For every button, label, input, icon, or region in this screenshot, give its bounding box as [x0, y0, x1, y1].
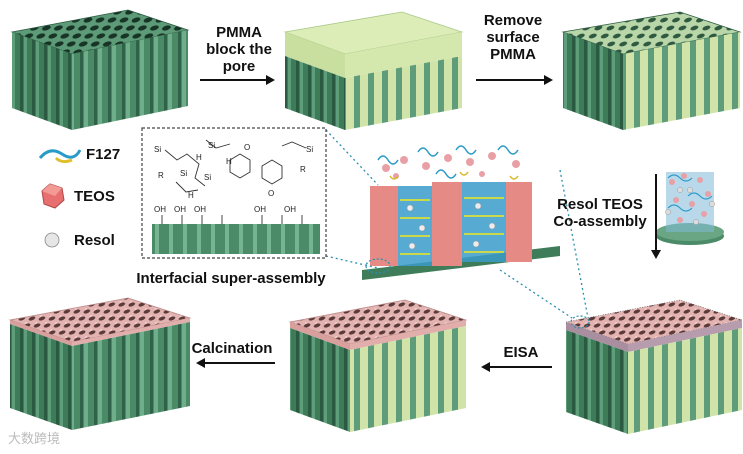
- arrow-step4-head: [481, 362, 490, 372]
- inset-chem-label: R: [158, 171, 164, 180]
- inset-caption: Interfacial super-assembly: [136, 270, 326, 287]
- resol-icon: [44, 232, 60, 248]
- inset-box: [141, 127, 327, 259]
- arrow-step1-head: [266, 75, 275, 85]
- inset-chem-label: Si: [208, 141, 215, 150]
- arrow-step3-head: [651, 250, 661, 259]
- inset-chem-label: H: [188, 191, 194, 200]
- inset-chem-label: OH: [174, 205, 186, 214]
- membrane-block-coassembled: [564, 299, 743, 434]
- inset-chem-label: OH: [284, 205, 296, 214]
- inset-chem-label: OH: [254, 205, 266, 214]
- step-label-eisa: EISA: [503, 344, 539, 361]
- arrow-step3: [655, 174, 657, 250]
- connector-lines: [325, 129, 589, 319]
- step-label-pmma-block: PMMA block the pore: [206, 24, 272, 75]
- inset-chem-label: Si: [180, 169, 187, 178]
- inset-chem-label: Si: [154, 145, 161, 154]
- arrow-step5: [205, 362, 275, 364]
- membrane-block-eisa: [288, 299, 468, 432]
- membrane-block-bare: [10, 9, 190, 130]
- teos-icon: [41, 183, 65, 209]
- zoom-marker: [365, 258, 391, 274]
- legend-label-teos: TEOS: [74, 188, 115, 205]
- arrow-step2: [476, 79, 544, 81]
- inset-chem-label: R: [300, 165, 306, 174]
- legend-label-resol: Resol: [74, 232, 115, 249]
- inset-chem-label: Si: [204, 173, 211, 182]
- inset-chem-label: H: [226, 157, 232, 166]
- inset-chem-label: H: [196, 153, 202, 162]
- step-label-calcination: Calcination: [191, 340, 273, 357]
- inset-chem-label: Si: [306, 145, 313, 154]
- legend-label-f127: F127: [86, 146, 121, 163]
- step-label-remove-pmma: Remove surface PMMA: [483, 12, 543, 63]
- inset-chem-label: OH: [154, 205, 166, 214]
- inset-chem-label: O: [244, 143, 250, 152]
- coassembly-disk: [656, 172, 724, 245]
- cross-section-assembly: [362, 145, 560, 280]
- membrane-block-pmma: [283, 11, 464, 130]
- watermark-text: 大数跨境: [8, 432, 61, 447]
- arrow-step5-head: [196, 358, 205, 368]
- inset-chem-label: O: [268, 189, 274, 198]
- inset-chem-label: OH: [194, 205, 206, 214]
- f127-surfactant-icon: [38, 149, 82, 164]
- arrow-step1: [200, 79, 266, 81]
- membrane-block-calcined: [8, 297, 192, 430]
- arrow-step2-head: [544, 75, 553, 85]
- membrane-block-surface-removed: [561, 11, 742, 130]
- arrow-step4: [490, 366, 552, 368]
- step-label-coassembly: Resol TEOS Co-assembly: [553, 196, 647, 230]
